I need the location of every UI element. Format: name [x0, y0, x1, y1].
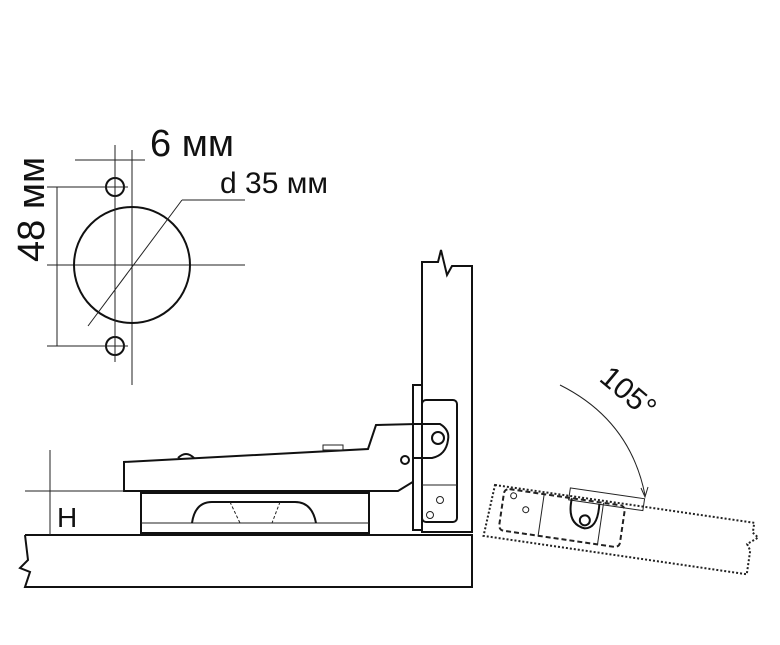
- angle-arc: [559, 384, 646, 496]
- cup-line: [597, 502, 605, 545]
- plate-slot: [191, 501, 317, 524]
- plate-detail: [271, 501, 281, 524]
- pivot: [431, 431, 445, 445]
- screw-hole: [426, 511, 434, 519]
- screw-hole: [436, 496, 444, 504]
- overlay-label: H: [57, 502, 77, 533]
- adjust-screw: [177, 453, 195, 459]
- diameter-leader: [87, 199, 183, 327]
- hinge-cup-open: [498, 488, 626, 548]
- screw-hole: [522, 506, 530, 514]
- hinge-knuckle: [413, 423, 450, 459]
- cup-line: [537, 494, 545, 536]
- arrow-head: [640, 486, 649, 499]
- cup-diameter-label: d 35 мм: [220, 167, 328, 200]
- cup-hole: [73, 206, 191, 324]
- plate-detail: [229, 501, 241, 524]
- hole-spacing-label: 48 мм: [11, 157, 53, 262]
- door-panel: [421, 249, 473, 533]
- cabinet-side-panel: [18, 534, 473, 588]
- door-panel-open: [482, 483, 760, 576]
- hinge-closed: H: [18, 249, 473, 588]
- hinge-arm: [123, 422, 417, 492]
- drilling-pattern: 6 мм d 35 мм 48 мм: [11, 123, 328, 385]
- hole-offset-label: 6 мм: [150, 123, 234, 165]
- pivot-open: [578, 514, 591, 527]
- arm-detail: [322, 444, 344, 451]
- hinge-cup: [421, 399, 458, 523]
- mounting-plate: [140, 492, 370, 534]
- hinge-knuckle-open: [569, 498, 601, 530]
- screw-hole: [510, 492, 518, 500]
- hinge-open: 105°: [482, 360, 760, 576]
- hinge-arm-open: [568, 487, 646, 512]
- pivot-small: [400, 455, 410, 465]
